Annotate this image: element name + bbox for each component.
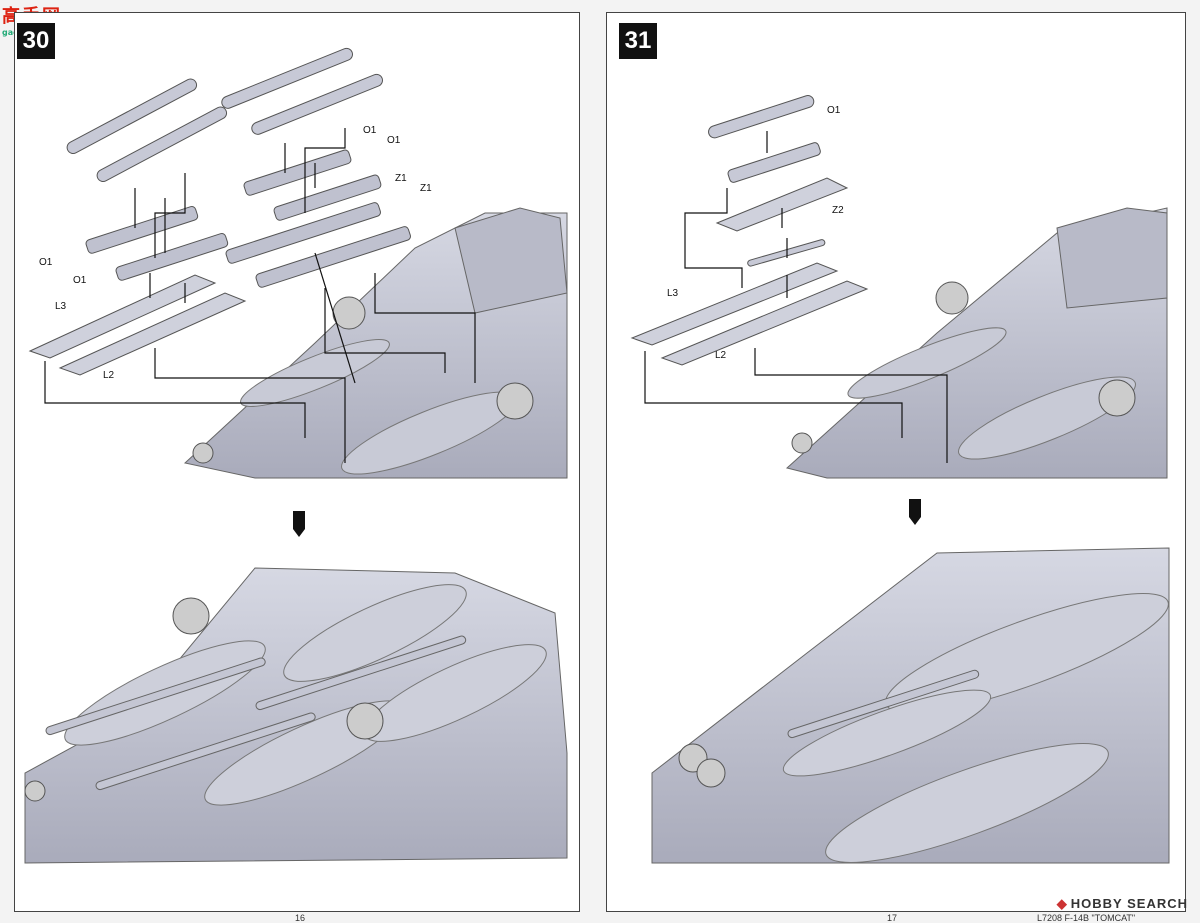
step-number-badge: 31: [619, 23, 657, 59]
aircraft-upper-view: [785, 207, 1168, 479]
part-label: O1: [39, 257, 53, 268]
part-label: O1: [827, 105, 841, 116]
pylon-parts: [28, 149, 411, 376]
part-label: L3: [55, 301, 67, 312]
hobbysearch-logo-icon: ◆: [1056, 896, 1068, 911]
aircraft-upper-view: [183, 207, 568, 479]
instruction-page-right: 31: [606, 12, 1186, 923]
part-label: O1: [363, 125, 377, 136]
step-30-illustration: O1 O1 Z1 Z1 O1 O1 L3 L2: [24, 47, 568, 864]
aircraft-result-view: [651, 547, 1170, 864]
assembly-lines: [44, 128, 476, 463]
part-label: O1: [73, 275, 87, 286]
part-label: L3: [667, 288, 679, 299]
instruction-page-left: 30: [14, 12, 580, 923]
step-31-illustration: O1 Z2 L3 L2: [630, 95, 1170, 864]
missile-set: [630, 95, 869, 366]
next-step-arrow-icon: [909, 499, 921, 525]
missile-set: [66, 47, 383, 182]
part-label: Z2: [832, 205, 844, 216]
kit-name: L7208 F-14B "TOMCAT": [1037, 913, 1136, 923]
part-label: Z1: [395, 173, 407, 184]
page-number: 16: [295, 913, 306, 923]
page-number: 17: [887, 913, 898, 923]
part-label: L2: [103, 370, 115, 381]
part-label: Z1: [420, 183, 432, 194]
aircraft-result-view: [24, 567, 568, 864]
part-label: L2: [715, 350, 727, 361]
next-step-arrow-icon: [293, 511, 305, 537]
brand-watermark: ◆HOBBY SEARCH: [1056, 896, 1188, 911]
assembly-lines: [644, 131, 948, 463]
part-label: O1: [387, 135, 401, 146]
step-number-badge: 30: [17, 23, 55, 59]
